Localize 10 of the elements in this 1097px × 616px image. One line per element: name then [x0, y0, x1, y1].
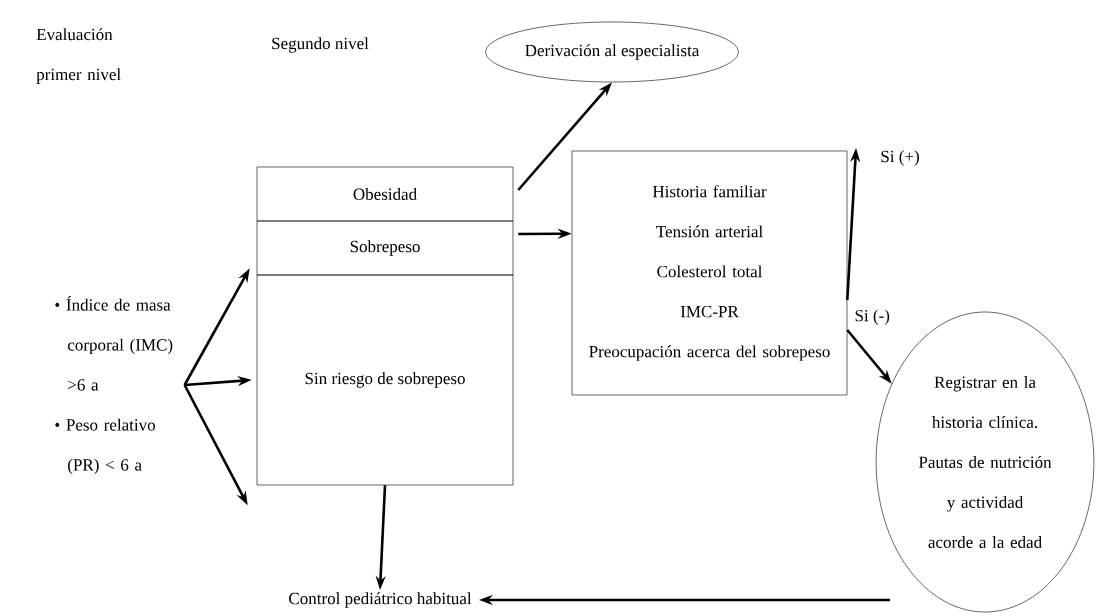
- category-box: Obesidad: [256, 166, 514, 222]
- category-box: Sin riesgo de sobrepeso: [256, 274, 514, 486]
- outcome-label: Si (+): [881, 150, 919, 166]
- checklist-box: Historia familiar Tensión arterial Colesterol total IMC-PR Preocupación acerca del sobrepeso: [571, 150, 848, 396]
- bullet-list: • Índice de masa corporal (IMC) >6 a • Peso relativo (PR) < 6 a: [55, 295, 173, 475]
- outcome-label: Control pediátrico habitual: [289, 592, 472, 608]
- heading-label: Evaluación primer nivel: [36, 28, 121, 84]
- heading-label: Segundo nivel: [272, 37, 369, 53]
- category-box: Sobrepeso: [256, 220, 514, 276]
- oval: Derivación al especialista: [485, 21, 739, 83]
